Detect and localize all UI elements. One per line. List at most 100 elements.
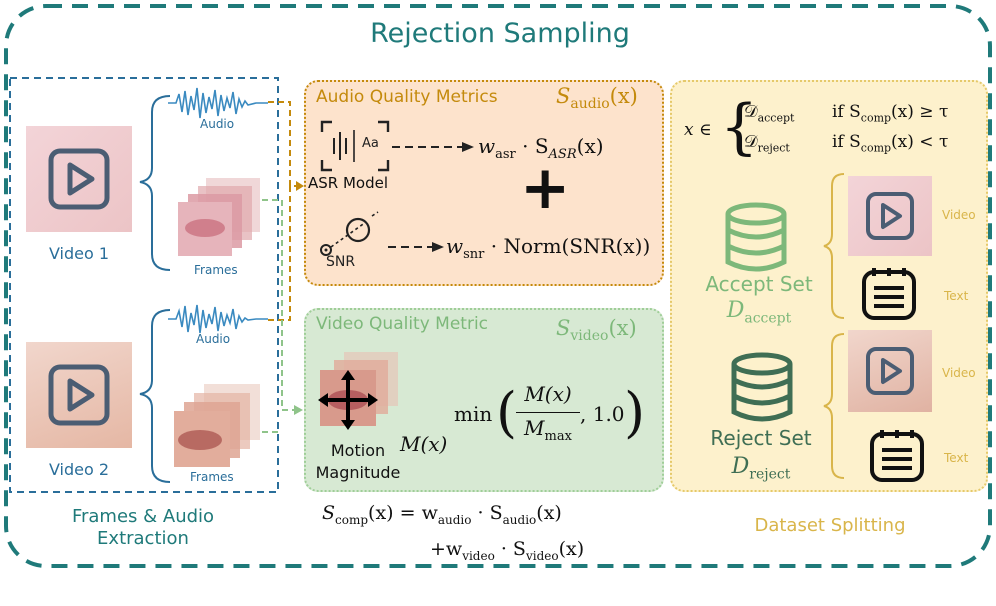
comp-lhs-sub: comp — [335, 512, 369, 527]
left-connectors — [139, 95, 304, 483]
audio-quality-panel — [304, 80, 664, 286]
video-score-symbol: Svideo(x) — [556, 316, 637, 344]
rule-reject-sym: 𝒟 — [744, 132, 758, 152]
comp-s-video-sub: video — [525, 548, 559, 563]
rule-reject-cond: if Scomp(x) < τ — [832, 132, 948, 154]
min-paren-open: ( — [496, 381, 518, 444]
motion-arrows-icon — [318, 352, 398, 430]
audio-panel-title: Audio Quality Metrics — [316, 87, 498, 107]
accept-video-tag: Video — [942, 208, 976, 222]
split-rule: x ∈ { 𝒟accept if Scomp(x) ≥ τ 𝒟reject if… — [684, 92, 984, 166]
frames-1-label: Frames — [194, 263, 238, 277]
video-score-s: S — [556, 316, 571, 340]
reject-set-label: Reject Set — [710, 426, 812, 450]
min-paren-close: ) — [624, 381, 646, 444]
rule-reject-sub: reject — [757, 141, 790, 155]
split-braces — [823, 173, 845, 479]
comp2-end: (x) — [558, 538, 585, 560]
comp-s-audio-sub: audio — [502, 512, 537, 527]
comp-w-video-sub: video — [462, 548, 495, 563]
reject-text-tag: Text — [944, 451, 969, 465]
min-numerator: M(x) — [524, 382, 572, 406]
comp2-rest: · S — [494, 538, 526, 560]
frames-stack-icon — [174, 384, 260, 467]
asr-weight-sub: asr — [495, 147, 516, 162]
rule-accept-cond: if Scomp(x) ≥ τ — [832, 102, 948, 124]
plus-sign: + — [520, 153, 571, 223]
reject-D-sub: reject — [749, 466, 791, 483]
document-icon — [862, 268, 916, 320]
video-score-sub: video — [570, 328, 609, 345]
audio-score-s: S — [556, 84, 571, 108]
rule-accept-sym: 𝒟 — [744, 102, 758, 122]
motion-label-line1: Motion — [330, 441, 386, 460]
motion-magnitude-label: Motion Magnitude — [304, 440, 412, 484]
rule-reject-cond-sub: comp — [860, 141, 892, 155]
dataset-splitting-label: Dataset Splitting — [754, 515, 906, 536]
video-play-icon — [48, 148, 110, 210]
video-score-arg: (x) — [608, 316, 637, 340]
video-2-thumbnail — [26, 342, 132, 448]
accept-set-symbol: Daccept — [684, 298, 834, 326]
reject-set-symbol: Dreject — [686, 454, 836, 482]
rule-reject: 𝒟reject — [744, 132, 790, 154]
snr-weight: w — [446, 234, 464, 258]
audio-waveform-icon — [168, 304, 268, 334]
video-play-icon — [866, 347, 914, 395]
comp-lhs: S — [322, 502, 336, 524]
comp-lhs-arg: (x) = w — [368, 502, 438, 524]
video-2-label: Video 2 — [48, 460, 110, 479]
min-denominator: Mmax — [516, 416, 580, 444]
asr-term-sub: ASR — [548, 147, 577, 162]
min-denominator-sub: max — [544, 429, 572, 444]
extraction-label-line1: Frames & Audio — [71, 506, 215, 527]
rule-x: x ∈ — [684, 120, 712, 140]
diagram-title: Rejection Sampling — [370, 18, 630, 49]
composite-formula-line2: +wvideo · Svideo(x) — [430, 538, 584, 563]
database-icon — [725, 202, 787, 272]
document-icon — [870, 430, 924, 482]
accept-video-thumbnail — [848, 176, 932, 256]
rule-accept-cond-end: (x) ≥ τ — [891, 102, 949, 122]
rule-accept: 𝒟accept — [744, 102, 794, 124]
asr-formula: wasr · SASR(x) — [478, 134, 604, 162]
audio-waveform-icon — [168, 87, 268, 119]
snr-formula: wsnr · Norm(SNR(x)) — [446, 234, 650, 262]
fraction-bar — [516, 412, 580, 413]
video-1-thumbnail — [26, 126, 132, 232]
snr-icon — [320, 211, 379, 256]
audio-score-arg: (x) — [609, 84, 638, 108]
rule-accept-sub: accept — [757, 111, 795, 125]
accept-D: D — [726, 298, 745, 323]
asr-weight: w — [478, 134, 496, 158]
rule-accept-cond-text: if S — [832, 102, 861, 122]
database-icon — [731, 352, 793, 422]
video-play-icon — [48, 364, 110, 426]
comp-rest: · S — [471, 502, 503, 524]
asr-model-label: ASR Model — [308, 174, 389, 192]
comp2-start: +w — [430, 538, 463, 560]
video-panel-title: Video Quality Metric — [316, 314, 489, 334]
audio-score-symbol: Saudio(x) — [556, 84, 638, 112]
snr-term: · Norm(SNR(x)) — [490, 234, 651, 258]
reject-D: D — [731, 454, 750, 479]
snr-weight-sub: snr — [463, 247, 485, 262]
video-1-label: Video 1 — [48, 244, 110, 263]
reject-video-thumbnail — [848, 330, 932, 412]
rule-reject-cond-end: (x) < τ — [891, 132, 949, 152]
min-denominator-m: M — [524, 416, 545, 440]
frames-stack-icon — [178, 178, 260, 256]
accept-text-tag: Text — [944, 289, 969, 303]
asr-arrow — [392, 142, 474, 152]
dataset-split-panel — [670, 80, 988, 492]
rule-reject-cond-text: if S — [832, 132, 861, 152]
comp-w-audio-sub: audio — [437, 512, 472, 527]
snr-arrow — [388, 242, 444, 252]
min-cap: , 1.0 — [580, 402, 625, 426]
audio-2-label: Audio — [196, 332, 231, 346]
extraction-label: Frames & Audio Extraction — [20, 506, 266, 550]
asr-icon — [320, 120, 390, 172]
video-play-icon — [866, 192, 914, 240]
accept-set-label: Accept Set — [705, 272, 813, 296]
extraction-panel — [9, 77, 279, 493]
